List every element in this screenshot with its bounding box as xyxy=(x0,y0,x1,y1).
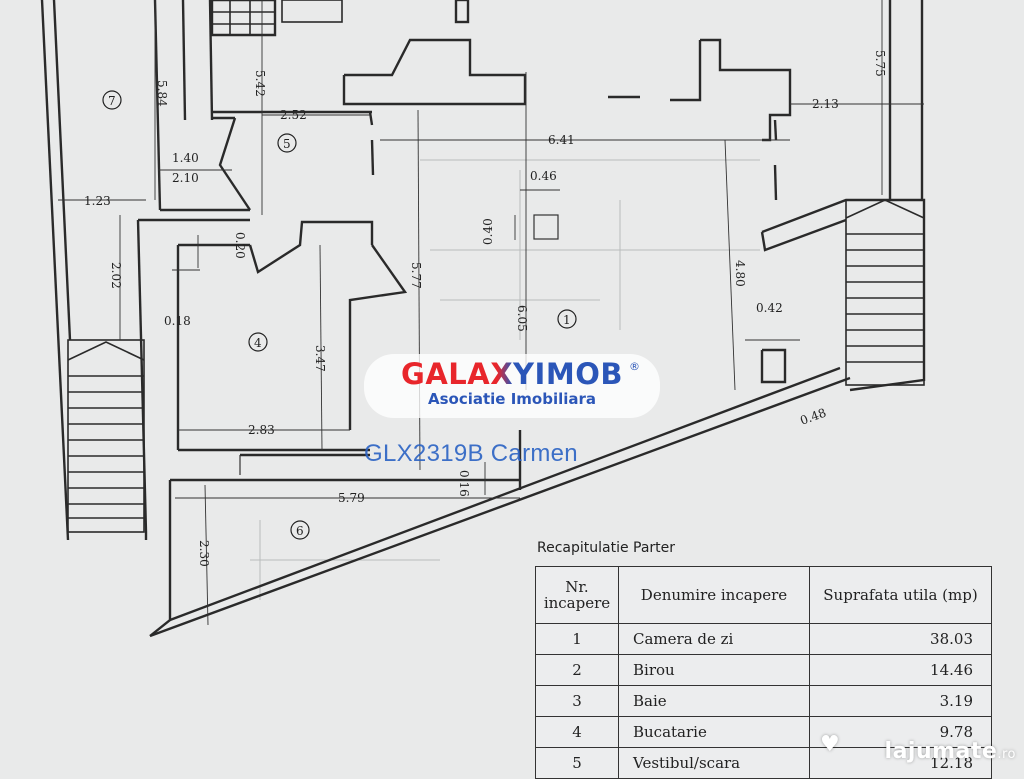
dim-0-20: 0.20 xyxy=(233,232,247,259)
row-number: 5 xyxy=(535,747,619,779)
room-number-5: 5 xyxy=(283,137,291,151)
dim-0-42: 0.42 xyxy=(756,301,783,315)
row-number: 1 xyxy=(535,623,619,655)
room-number-4: 4 xyxy=(254,336,262,350)
room-number-7: 7 xyxy=(108,94,116,108)
staircase-top xyxy=(212,0,470,35)
dim-5-42: 5.42 xyxy=(253,70,267,97)
staircase-right xyxy=(845,199,925,386)
row-area: 9.78 xyxy=(809,716,992,748)
dim-2-83: 2.83 xyxy=(248,423,275,437)
site-badge-tld: .ro xyxy=(997,747,1016,762)
row-name: Baie xyxy=(618,685,810,717)
background-ghost-lines xyxy=(250,159,760,600)
room-number-6: 6 xyxy=(296,524,304,538)
header-area: Suprafata utila (mp) xyxy=(809,566,992,624)
row-name: Vestibul/scara xyxy=(618,747,810,779)
dim-5-75: 5.75 xyxy=(873,50,887,77)
agency-subtitle: Asociatie Imobiliara xyxy=(427,390,597,408)
row-number: 2 xyxy=(535,654,619,686)
registered-mark: ® xyxy=(629,360,640,373)
agency-watermark: GALAXYIMOB ® Asociatie Imobiliara xyxy=(364,354,660,418)
dim-0-46: 0.46 xyxy=(530,169,557,183)
row-number: 4 xyxy=(535,716,619,748)
dim-2-30: 2.30 xyxy=(197,540,211,567)
dim-2-02: 2.02 xyxy=(109,262,123,289)
dim-3-47: 3.47 xyxy=(313,345,327,372)
dim-2-52: 2.52 xyxy=(280,108,307,122)
heart-icon: ♥ xyxy=(820,732,840,757)
dim-1-23: 1.23 xyxy=(84,194,111,208)
header-number: Nr. incapere xyxy=(535,566,619,624)
dim-2-13: 2.13 xyxy=(812,97,839,111)
site-badge[interactable]: lajumate.ro xyxy=(885,739,1016,764)
dim-0-40: 0.40 xyxy=(481,218,495,245)
row-area: 14.46 xyxy=(809,654,992,686)
table-row: 1 Camera de zi 38.03 xyxy=(535,623,992,655)
row-name: Birou xyxy=(618,654,810,686)
table-row: 3 Baie 3.19 xyxy=(535,685,992,717)
walls xyxy=(40,0,926,638)
dim-6-05: 6.05 xyxy=(515,305,529,332)
room-markers: 7 5 4 1 6 xyxy=(102,90,577,540)
dim-1-40: 1.40 xyxy=(172,151,199,165)
listing-code: GLX2319B Carmen xyxy=(364,440,578,467)
dim-4-80: 4.80 xyxy=(733,260,747,287)
recap-header-row: Nr. incapere Denumire incapere Suprafata… xyxy=(535,566,992,624)
staircase-left xyxy=(67,339,145,533)
dimension-lines xyxy=(58,0,924,626)
dim-0-48: 0.48 xyxy=(798,406,828,428)
dim-6-41: 6.41 xyxy=(548,133,575,147)
row-name: Camera de zi xyxy=(618,623,810,655)
row-area: 38.03 xyxy=(809,623,992,655)
header-name: Denumire incapere xyxy=(618,566,810,624)
dim-0-16: 0.16 xyxy=(457,470,471,497)
room-number-1: 1 xyxy=(563,313,571,327)
agency-brand: GALAXYIMOB xyxy=(364,358,660,390)
row-area: 3.19 xyxy=(809,685,992,717)
dimension-labels: 5.84 5.42 5.75 2.52 2.13 6.41 1.40 2.10 … xyxy=(84,50,887,567)
dim-0-18: 0.18 xyxy=(164,314,191,328)
dim-5-79: 5.79 xyxy=(338,491,365,505)
table-row: 2 Birou 14.46 xyxy=(535,654,992,686)
dim-2-10: 2.10 xyxy=(172,171,199,185)
row-number: 3 xyxy=(535,685,619,717)
site-badge-name: lajumate xyxy=(884,739,998,764)
dim-5-77: 5.77 xyxy=(409,262,423,289)
recap-title: Recapitulatie Parter xyxy=(537,540,676,556)
dim-5-84: 5.84 xyxy=(155,80,169,107)
row-name: Bucatarie xyxy=(618,716,810,748)
